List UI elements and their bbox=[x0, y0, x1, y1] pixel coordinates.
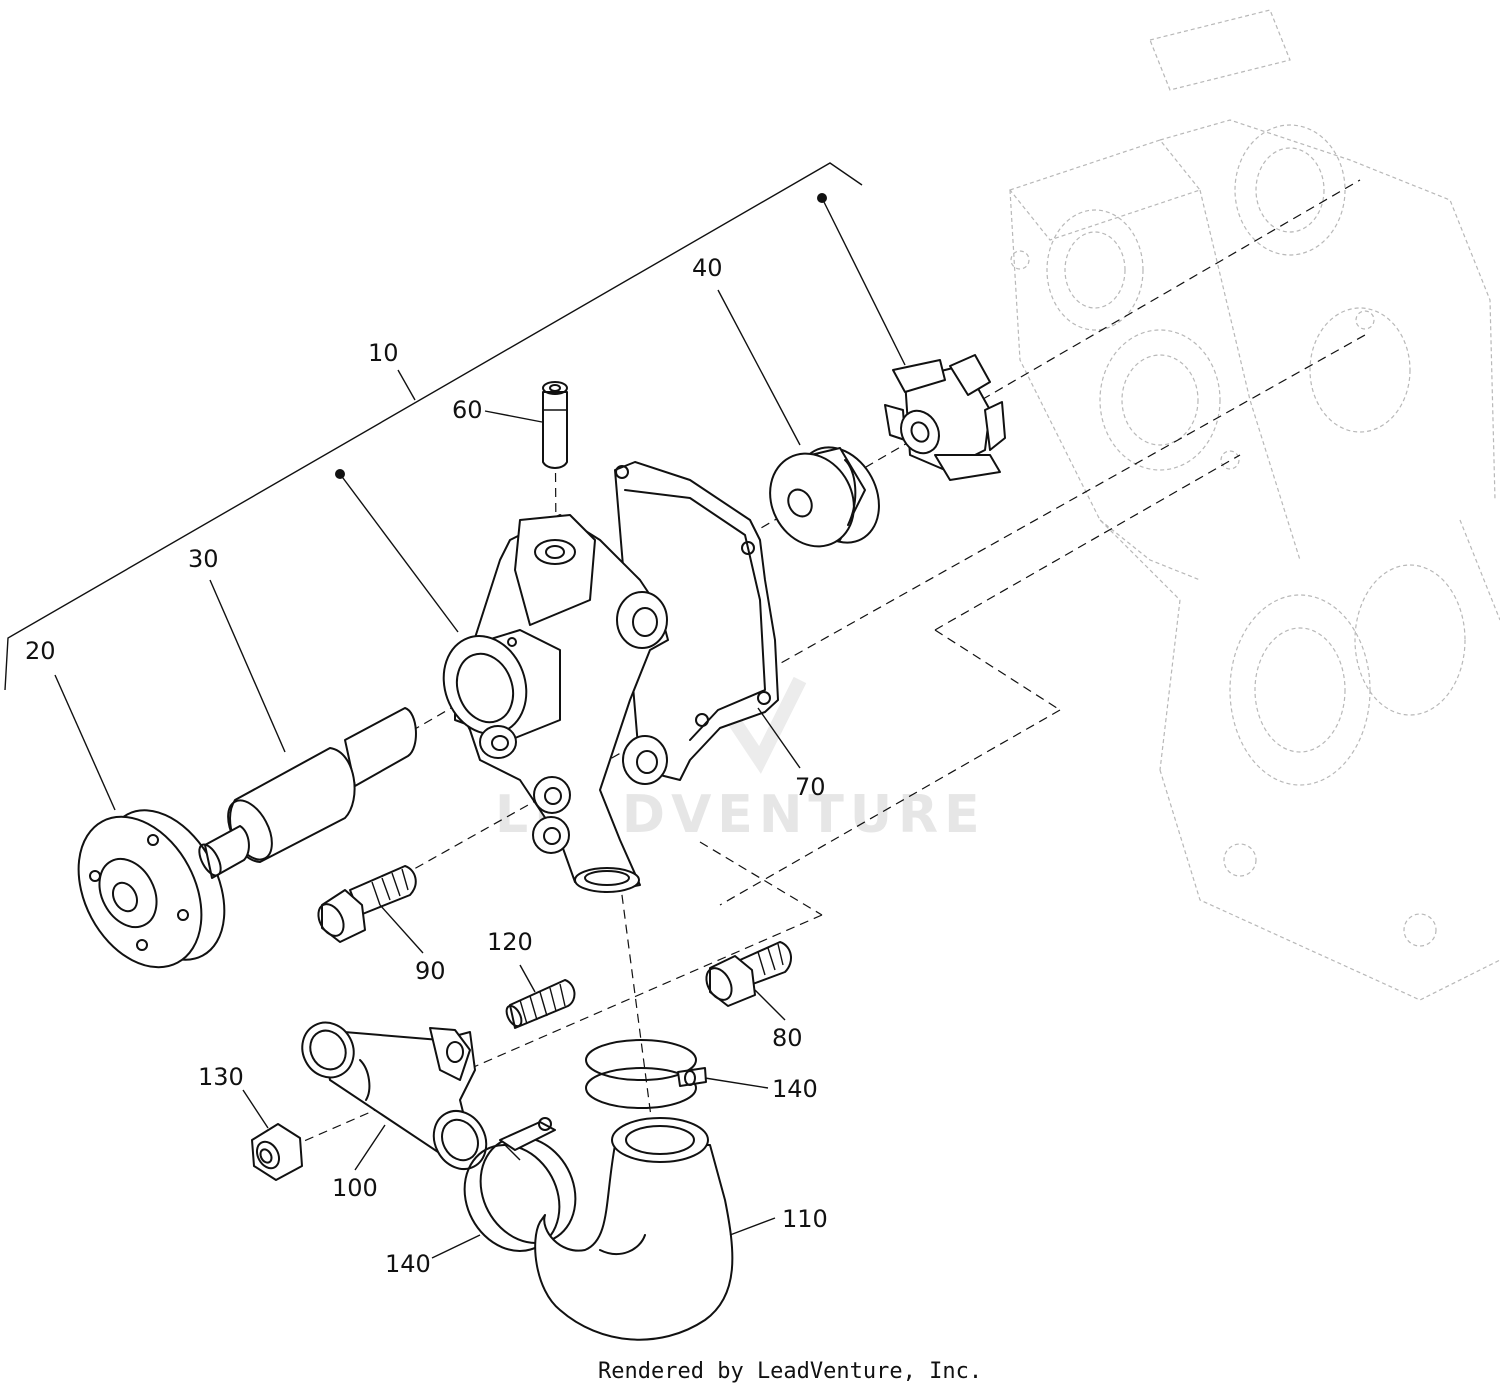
label-140-lower: 140 bbox=[385, 1250, 431, 1278]
label-110: 110 bbox=[782, 1205, 828, 1233]
label-70: 70 bbox=[795, 773, 826, 801]
part-number-labels: 10 20 30 40 60 70 80 90 100 110 120 130 … bbox=[25, 254, 828, 1278]
label-10: 10 bbox=[368, 339, 399, 367]
leader-lines bbox=[54, 289, 801, 1259]
label-40: 40 bbox=[692, 254, 723, 282]
nut-part-130 bbox=[251, 1123, 303, 1181]
label-20: 20 bbox=[25, 637, 56, 665]
bolt-part-80 bbox=[705, 941, 792, 1007]
pulley-part-20 bbox=[77, 809, 226, 969]
impeller bbox=[884, 354, 1006, 481]
label-100: 100 bbox=[332, 1174, 378, 1202]
water-pump-body-part-10 bbox=[442, 461, 779, 893]
label-140-upper: 140 bbox=[772, 1075, 818, 1103]
engine-block-ghost bbox=[1008, 9, 1500, 1001]
label-30: 30 bbox=[188, 545, 219, 573]
hose-part-110 bbox=[534, 1117, 734, 1341]
label-130: 130 bbox=[198, 1063, 244, 1091]
pipe-part-100 bbox=[301, 1021, 488, 1170]
label-120: 120 bbox=[487, 928, 533, 956]
hose-clamp-upper-part-140 bbox=[585, 1039, 707, 1109]
hose-clamp-lower-part-140 bbox=[463, 1117, 577, 1252]
footer-credit: Rendered by LeadVenture, Inc. bbox=[598, 1359, 982, 1384]
label-80: 80 bbox=[772, 1024, 803, 1052]
shaft-bearing-part-30 bbox=[198, 707, 417, 879]
kit-bracket-10 bbox=[4, 162, 906, 691]
bolt-part-90 bbox=[317, 865, 417, 943]
pin-part-60 bbox=[542, 381, 568, 469]
label-90: 90 bbox=[415, 957, 446, 985]
label-60: 60 bbox=[452, 396, 483, 424]
stud-part-120 bbox=[505, 979, 576, 1029]
seal-part-40 bbox=[769, 446, 880, 548]
